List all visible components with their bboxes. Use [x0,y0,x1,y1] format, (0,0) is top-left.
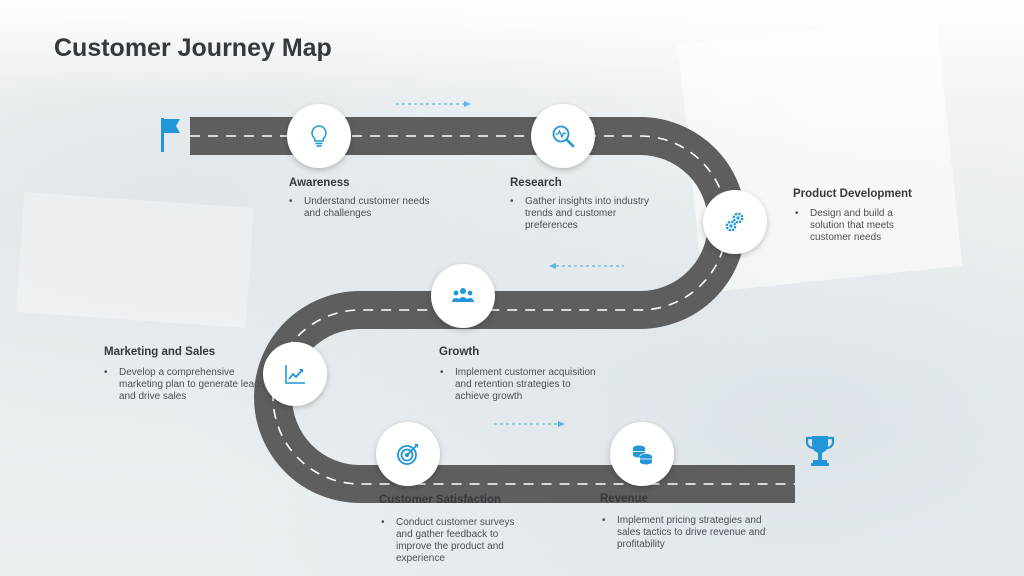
step-description-product-development: Design and build a solution that meets c… [795,208,920,244]
trend-chart-icon [285,365,305,384]
background-band [0,0,1024,100]
step-description-research: Gather insights into industry trends and… [510,196,655,232]
direction-arrow-right [396,101,471,107]
step-label-marketing-and-sales: Marketing and Sales [104,346,216,358]
gears-icon [725,212,744,232]
coins-icon [633,445,653,465]
step-node-marketing-and-sales [263,342,327,406]
step-node-customer-satisfaction [376,422,440,486]
step-label-revenue: Revenue [600,493,648,505]
page-title: Customer Journey Map [54,34,332,62]
step-label-awareness: Awareness [289,177,350,189]
step-node-revenue [610,422,674,486]
step-node-product-development [703,190,767,254]
road-lane-marking [190,135,795,485]
step-label-growth: Growth [439,346,480,358]
lightbulb-icon [311,125,327,147]
trophy-icon [805,436,835,466]
step-description-marketing-and-sales: Develop a comprehensive marketing plan t… [104,367,269,403]
step-label-customer-satisfaction: Customer Satisfaction [379,494,502,506]
flag-icon [161,118,180,152]
step-label-research: Research [510,177,562,189]
step-node-awareness [287,104,351,168]
step-description-growth: Implement customer acquisition and reten… [440,367,600,403]
step-description-awareness: Understand customer needs and challenges [289,196,439,220]
step-description-revenue: Implement pricing strategies and sales t… [602,515,772,551]
step-node-growth [431,264,495,328]
step-node-research [531,104,595,168]
direction-arrow-left [549,263,624,269]
step-label-product-development: Product Development [793,188,912,200]
team-icon [452,288,474,302]
magnifier-chart-icon [552,125,575,148]
step-description-customer-satisfaction: Conduct customer surveys and gather feed… [381,517,531,565]
target-icon [397,444,418,465]
direction-arrow-right [494,421,565,427]
